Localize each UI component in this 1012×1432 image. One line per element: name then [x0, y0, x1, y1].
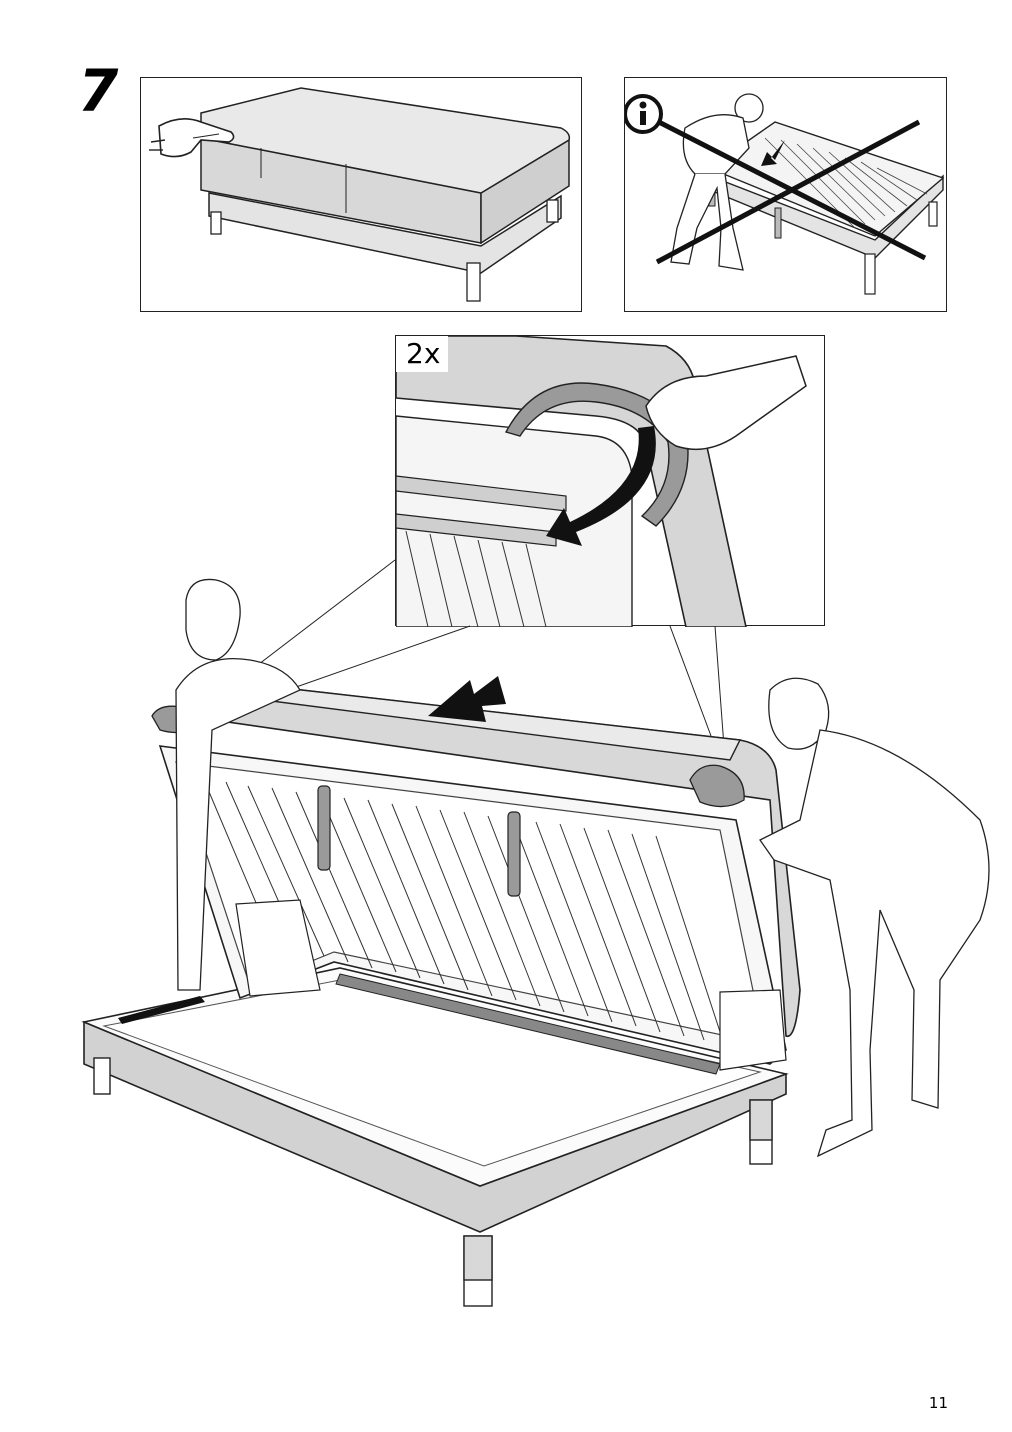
single-person-lifting-illustration — [625, 93, 945, 295]
person-right — [759, 677, 990, 1158]
bed-leg — [546, 199, 559, 223]
bed-leg — [466, 262, 481, 302]
hand-pointing-icon — [149, 118, 235, 158]
bed-with-mattress-illustration — [149, 87, 571, 302]
info-icon — [625, 94, 663, 134]
panel-strap-detail: 2x — [395, 335, 825, 627]
slatted-lid — [158, 745, 787, 1071]
bed-base — [81, 967, 789, 1307]
page-number: 11 — [928, 1394, 948, 1412]
panel-correct-mattress — [140, 77, 582, 312]
bed-leg — [210, 211, 222, 235]
cross-out-icon — [649, 115, 927, 265]
person-left — [175, 578, 301, 991]
strap-detail-illustration — [396, 336, 807, 627]
panel-incorrect-single-person — [624, 77, 947, 312]
count-label: 2x — [396, 336, 449, 372]
step-number: 7 — [78, 57, 119, 125]
mattress — [151, 676, 801, 1037]
